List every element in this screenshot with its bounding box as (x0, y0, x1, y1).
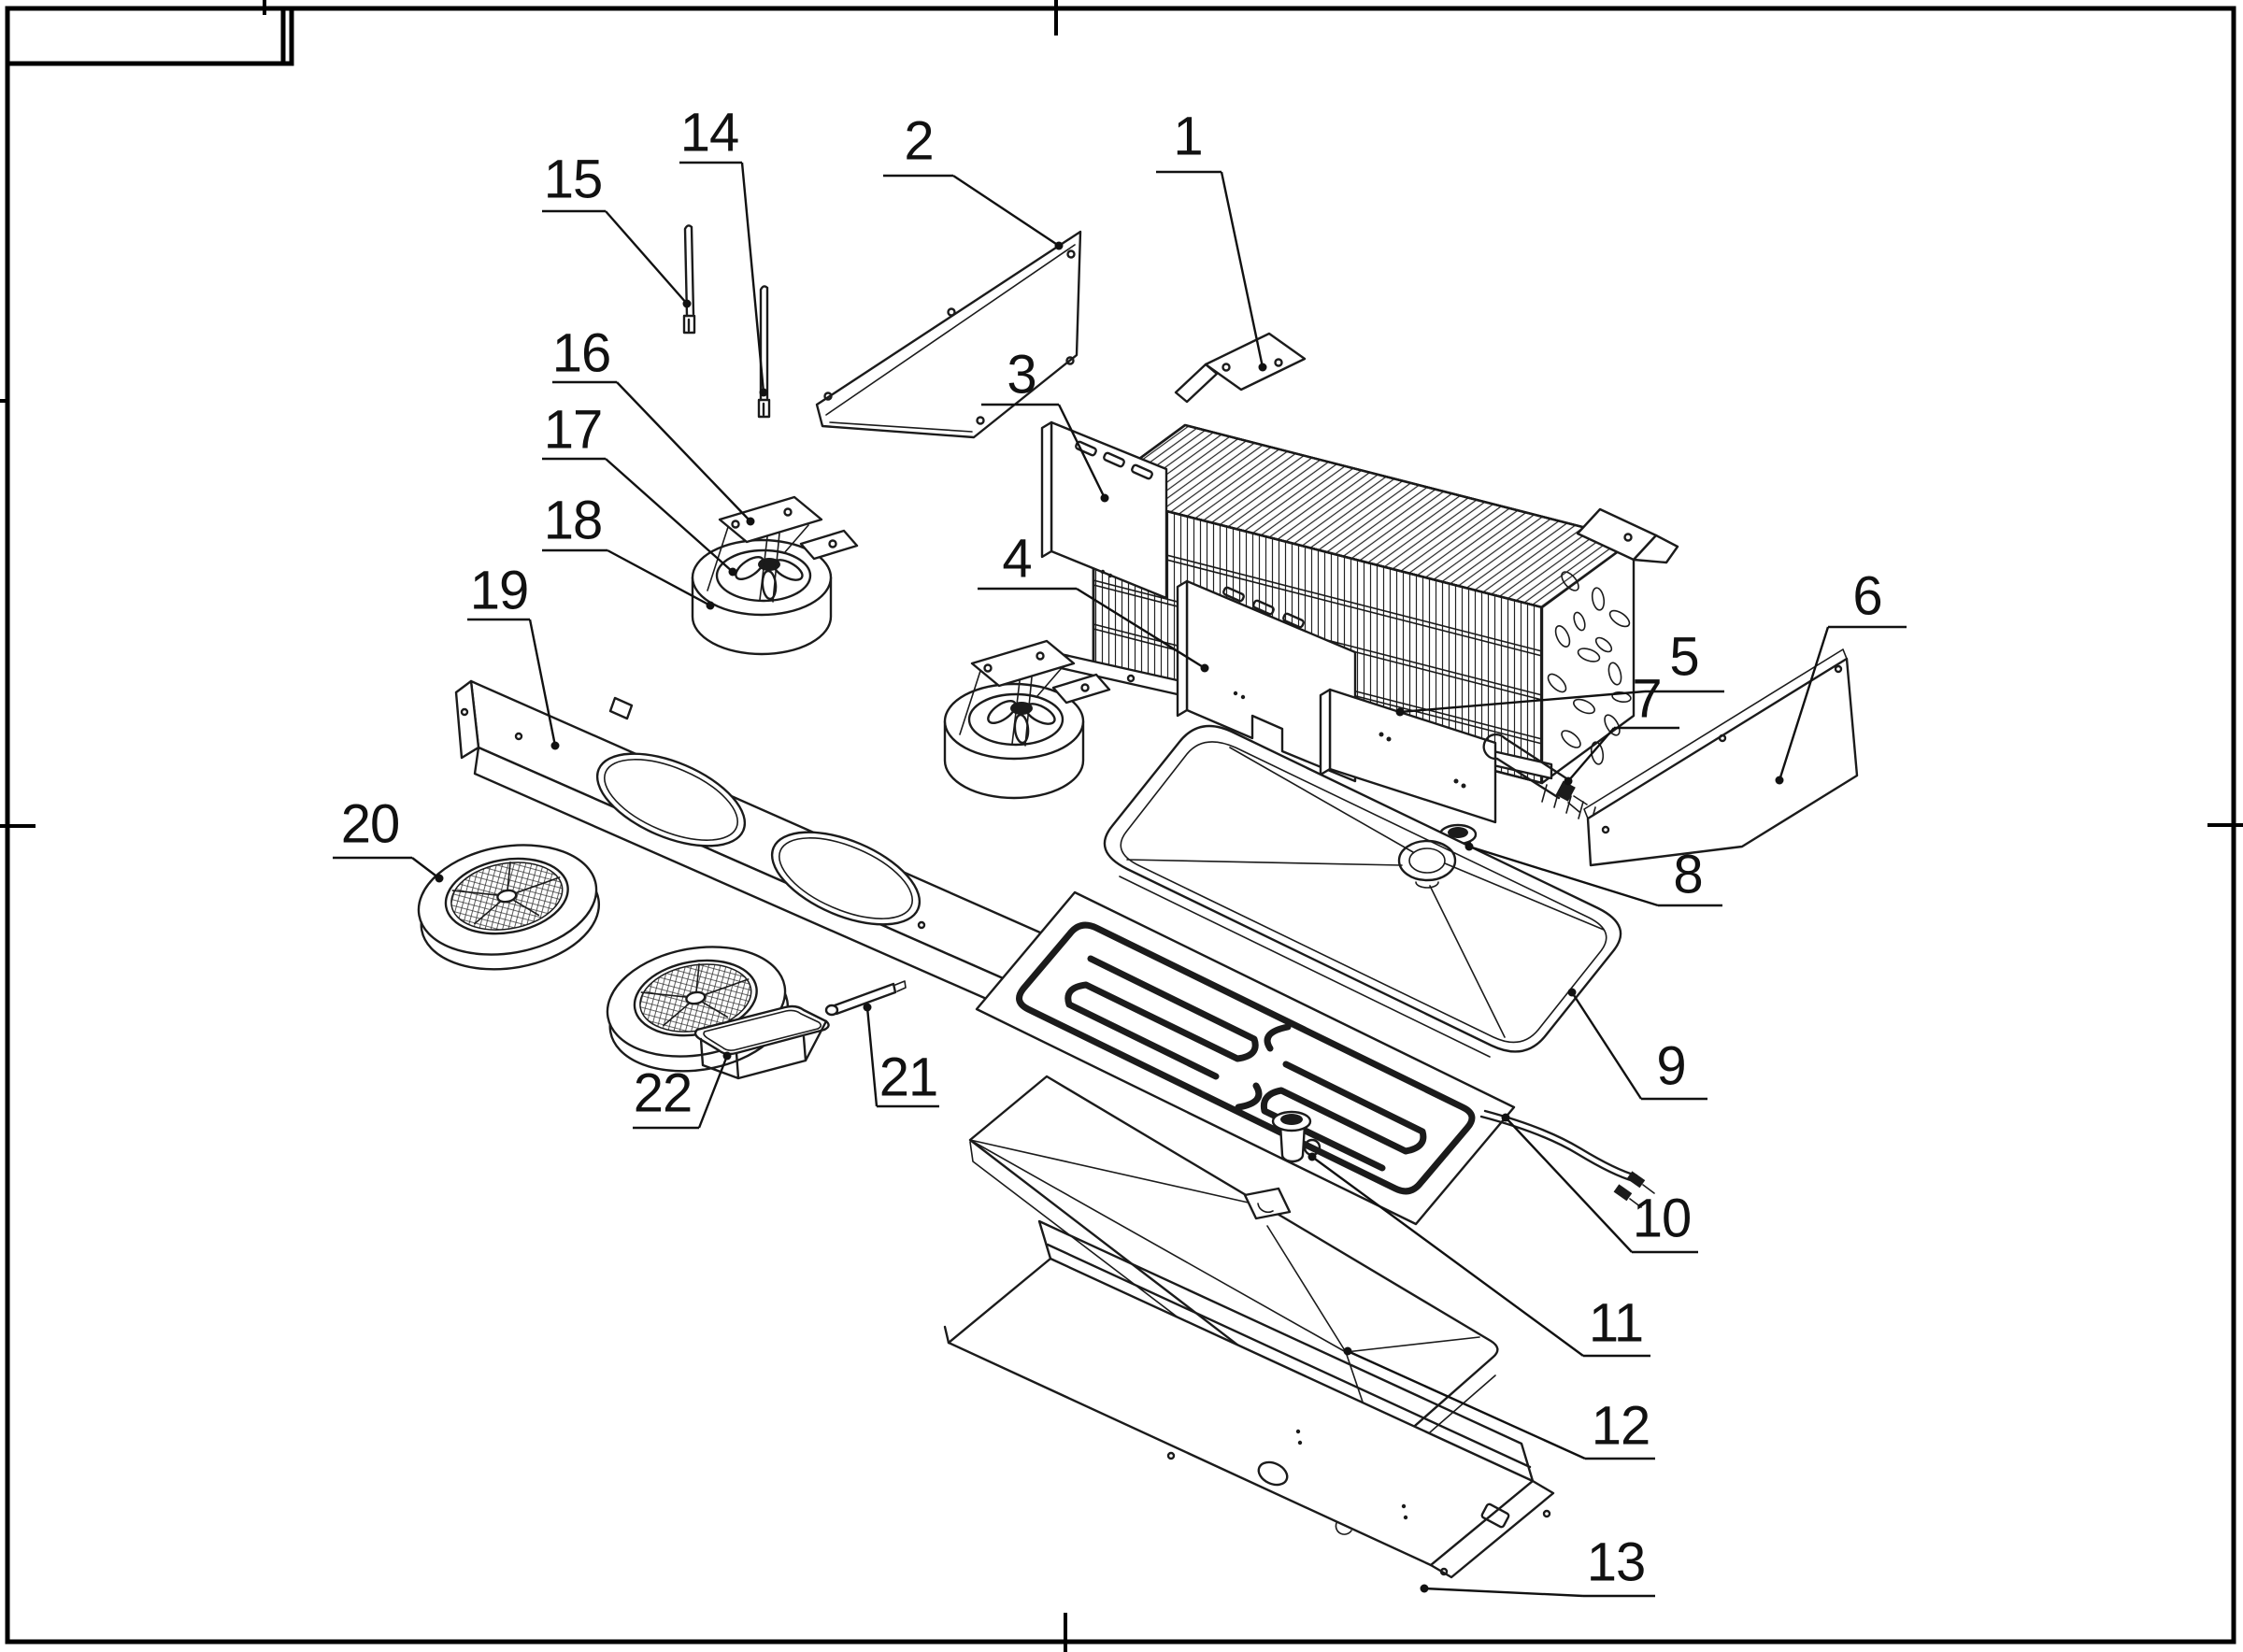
callout-5: 5 (1395, 626, 1724, 717)
fan-assembly-upper (691, 495, 859, 656)
coil-mounting-bracket-left (1174, 332, 1307, 404)
callout-16: 16 (552, 322, 755, 526)
svg-text:11: 11 (1589, 1292, 1643, 1353)
callout-22: 22 (633, 1051, 732, 1130)
callout-12: 12 (1343, 1346, 1655, 1460)
svg-text:5: 5 (1669, 626, 1698, 687)
defrost-heater-10 (975, 890, 1655, 1226)
bracket-panel-4 (1176, 579, 1357, 783)
callout-15: 15 (542, 149, 692, 308)
callout-2: 2 (883, 110, 1064, 250)
svg-text:18: 18 (544, 490, 603, 550)
drain-grommet-11 (1271, 1110, 1322, 1163)
svg-text:4: 4 (1002, 528, 1031, 589)
callout-3: 3 (981, 344, 1109, 503)
svg-text:21: 21 (879, 1047, 938, 1107)
callout-1: 1 (1156, 106, 1267, 372)
callout-7: 7 (1564, 668, 1679, 786)
callout-20: 20 (333, 793, 444, 883)
fan-grille-20a (408, 830, 609, 984)
callout-14: 14 (679, 102, 768, 397)
callout-6: 6 (1775, 565, 1907, 785)
callout-9: 9 (1567, 988, 1707, 1101)
coil-tube-bends (1541, 571, 1632, 831)
side-panel-6 (1583, 648, 1859, 867)
title-block (5, 6, 294, 66)
svg-text:12: 12 (1592, 1395, 1650, 1456)
heater-wire (1479, 1109, 1655, 1208)
callout-21: 21 (863, 1003, 939, 1107)
clip-21 (824, 980, 907, 1017)
svg-text:14: 14 (680, 102, 739, 163)
svg-text:16: 16 (552, 322, 611, 383)
svg-text:7: 7 (1632, 668, 1661, 729)
bottom-tray-13 (943, 1219, 1555, 1579)
svg-text:9: 9 (1656, 1035, 1685, 1096)
callout-19: 19 (467, 560, 560, 750)
svg-text:3: 3 (1007, 344, 1036, 405)
callout-4: 4 (978, 528, 1209, 673)
svg-text:13: 13 (1587, 1531, 1646, 1592)
callout-11: 11 (1307, 1152, 1650, 1358)
baffle-panel-2 (815, 230, 1082, 439)
svg-text:22: 22 (634, 1062, 693, 1123)
fan-grille-20b (597, 932, 798, 1086)
svg-text:10: 10 (1633, 1188, 1692, 1248)
bracket-panel-3 (1040, 420, 1168, 600)
svg-text:1: 1 (1173, 106, 1202, 166)
svg-text:8: 8 (1673, 844, 1702, 904)
callout-17: 17 (542, 399, 737, 577)
drain-pan-9 (1103, 724, 1622, 1058)
svg-text:19: 19 (470, 560, 529, 620)
callout-10: 10 (1501, 1113, 1698, 1254)
tube-14 (757, 285, 771, 419)
callout-18: 18 (542, 490, 715, 610)
callout-8: 8 (1464, 842, 1722, 907)
tube-15 (682, 224, 696, 335)
coil-mounting-bracket-right (1576, 507, 1679, 564)
svg-text:20: 20 (341, 793, 400, 854)
svg-text:6: 6 (1852, 565, 1881, 626)
callout-13: 13 (1420, 1531, 1655, 1598)
coil-tube-end-plate (1540, 538, 1636, 785)
svg-text:2: 2 (904, 110, 933, 171)
u-tube-7 (1482, 733, 1588, 813)
fan-shroud-19 (454, 679, 1064, 1030)
svg-text:17: 17 (544, 399, 603, 460)
heater-element (1016, 921, 1476, 1195)
svg-text:15: 15 (544, 149, 603, 209)
